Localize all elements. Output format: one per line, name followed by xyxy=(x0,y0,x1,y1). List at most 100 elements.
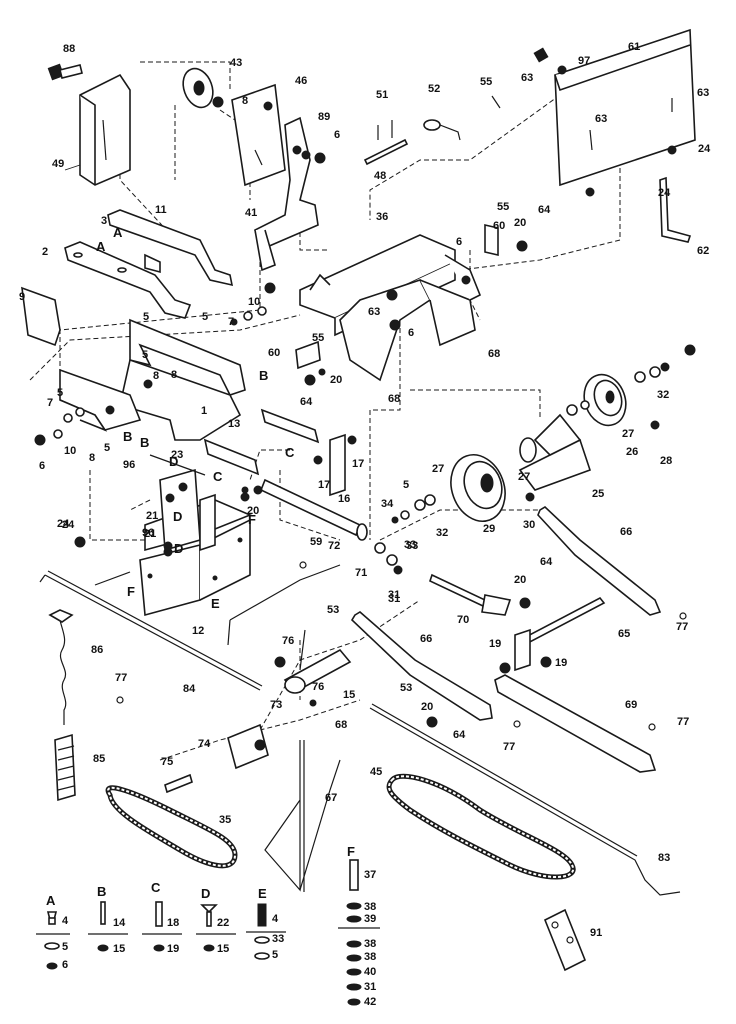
callout-63: 63 xyxy=(595,113,607,125)
legend-D-item: 15 xyxy=(217,943,229,955)
part-85-spring xyxy=(54,733,76,802)
part-49-bracket xyxy=(64,73,131,186)
callout-6: 6 xyxy=(39,460,45,472)
part-41-arm xyxy=(254,116,326,272)
callout-64: 64 xyxy=(300,396,313,408)
legend-B-item: 14 xyxy=(113,917,126,929)
callout-23: 23 xyxy=(171,449,183,461)
fastener-legend: A456B1415C1819D2215E4335F373839383840314… xyxy=(46,844,376,1008)
part-25-bearing xyxy=(518,413,592,491)
callout-15: 15 xyxy=(343,689,355,701)
callout-5: 5 xyxy=(57,387,63,399)
callout-28: 28 xyxy=(660,455,672,467)
reference-letter-C: C xyxy=(285,445,295,460)
part-70-rod xyxy=(429,573,512,616)
reference-letter-B: B xyxy=(140,435,149,450)
callout-17: 17 xyxy=(318,479,330,491)
legend-D-item: 22 xyxy=(217,917,229,929)
callout-34: 34 xyxy=(381,498,394,510)
legend-C-item: 18 xyxy=(167,917,179,929)
callout-3: 3 xyxy=(101,215,107,227)
callout-10: 10 xyxy=(64,445,76,457)
callout-88: 88 xyxy=(63,43,75,55)
callout-26: 26 xyxy=(626,446,638,458)
callout-31: 31 xyxy=(388,593,400,605)
reference-letter-F: F xyxy=(248,512,256,527)
part-1-main-frame xyxy=(59,318,246,441)
part-36-frame xyxy=(299,234,482,382)
reference-letter-E: E xyxy=(211,596,220,611)
callout-8: 8 xyxy=(242,95,248,107)
callout-21: 21 xyxy=(144,528,156,540)
legend-letter-F: F xyxy=(347,844,355,859)
part-66-link xyxy=(537,506,662,616)
washer-stacks xyxy=(374,344,696,575)
callout-96: 96 xyxy=(142,527,154,539)
callout-5: 5 xyxy=(403,479,409,491)
callout-83: 83 xyxy=(658,852,670,864)
callout-84: 84 xyxy=(183,683,196,695)
callout-71: 71 xyxy=(355,567,367,579)
reference-letter-A: A xyxy=(96,239,106,254)
callout-77: 77 xyxy=(677,716,689,728)
callout-72: 72 xyxy=(328,540,340,552)
callout-17: 17 xyxy=(352,458,364,470)
callout-20: 20 xyxy=(247,505,259,517)
part-29-pulley xyxy=(450,454,506,522)
callout-76: 76 xyxy=(282,635,294,647)
part-12-housing xyxy=(139,468,253,617)
callout-35: 35 xyxy=(219,814,231,826)
fasteners xyxy=(34,101,687,731)
part-61-shield xyxy=(533,28,696,197)
legend-E-item: 33 xyxy=(272,933,284,945)
callout-27: 27 xyxy=(518,471,530,483)
callout-24: 24 xyxy=(57,518,70,530)
callout-5: 5 xyxy=(202,311,208,323)
callout-10: 10 xyxy=(248,296,260,308)
part-66-link-lower xyxy=(350,611,493,721)
part-67-rod xyxy=(264,740,341,892)
callout-12: 12 xyxy=(192,625,204,637)
callout-51: 51 xyxy=(376,89,388,101)
part-3-strap xyxy=(107,209,234,287)
legend-letter-B: B xyxy=(97,884,106,899)
callout-75: 75 xyxy=(161,756,173,768)
callout-53: 53 xyxy=(327,604,339,616)
callout-8: 8 xyxy=(171,369,177,381)
legend-A-item: 4 xyxy=(62,915,69,927)
part-62-bracket xyxy=(659,176,692,243)
callout-8: 8 xyxy=(153,370,159,382)
callout-97: 97 xyxy=(578,55,590,67)
callout-55: 55 xyxy=(480,76,492,88)
callout-7: 7 xyxy=(228,316,234,328)
callout-68: 68 xyxy=(488,348,500,360)
callout-5: 5 xyxy=(142,349,148,361)
callout-31: 31 xyxy=(388,589,400,601)
callout-69: 69 xyxy=(625,699,637,711)
callout-13: 13 xyxy=(228,418,240,430)
callout-43: 43 xyxy=(230,57,242,69)
part-91-plate xyxy=(543,908,587,972)
part-73-idler xyxy=(274,629,352,694)
callout-74: 74 xyxy=(198,738,211,750)
legend-E-item: 5 xyxy=(272,949,278,961)
legend-E-item: 4 xyxy=(272,913,279,925)
callout-6: 6 xyxy=(334,129,340,141)
part-16-bracket xyxy=(313,433,357,497)
callout-63: 63 xyxy=(368,306,380,318)
reference-letter-D: D xyxy=(173,509,182,524)
legend-letter-E: E xyxy=(258,886,267,901)
callout-68: 68 xyxy=(388,393,400,405)
callout-20: 20 xyxy=(421,701,433,713)
callout-60: 60 xyxy=(268,347,280,359)
callout-46: 46 xyxy=(295,75,307,87)
callout-67: 67 xyxy=(325,792,337,804)
callout-48: 48 xyxy=(374,170,386,182)
callout-32: 32 xyxy=(657,389,669,401)
callout-55: 55 xyxy=(312,332,324,344)
callout-59: 59 xyxy=(310,536,322,548)
reference-letter-A: A xyxy=(113,225,123,240)
